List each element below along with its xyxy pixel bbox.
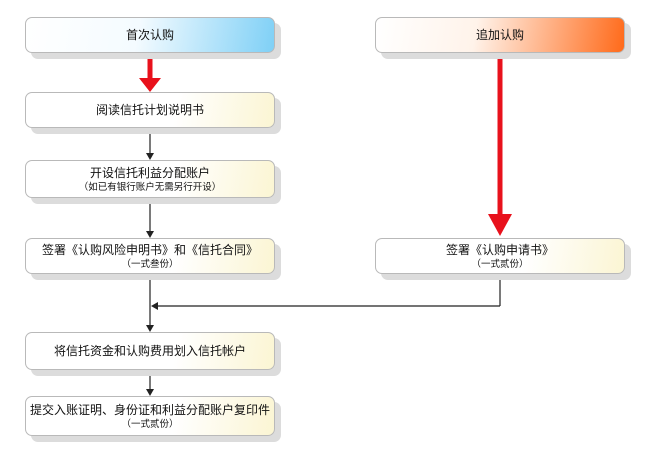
node-submit-docs: 提交入账证明、身份证和利益分配账户复印件 （一式贰份） [25, 396, 275, 436]
node-sign-subscription-note: （一式贰份） [471, 258, 529, 270]
node-sign-contracts: 签署《认购风险申明书》和《信托合同》 （一式叁份） [25, 238, 275, 274]
transfer-to-submit-arrowhead [146, 389, 154, 396]
node-sign-subscription-label: 签署《认购申请书》 [445, 242, 554, 257]
node-first-purchase: 首次认购 [25, 17, 275, 53]
node-transfer-funds-label: 将信托资金和认购费用划入信托帐户 [53, 344, 246, 358]
open-to-sign-arrowhead [146, 231, 154, 238]
node-open-account: 开设信托利益分配账户 （如已有银行账户无需另行开设） [25, 160, 275, 198]
additional-to-sign-arrowhead [488, 214, 512, 236]
node-additional-purchase-label: 追加认购 [475, 28, 524, 42]
subscription-merge-arrowhead [151, 302, 158, 310]
node-sign-contracts-label: 签署《认购风险申明书》和《信托合同》 [41, 242, 258, 257]
node-sign-subscription: 签署《认购申请书》 （一式贰份） [375, 238, 625, 274]
node-submit-docs-label: 提交入账证明、身份证和利益分配账户复印件 [29, 402, 270, 417]
node-read-manual-label: 阅读信托计划说明书 [95, 103, 204, 117]
sign-to-transfer-arrowhead [146, 325, 154, 332]
first-to-read-arrowhead [139, 78, 161, 92]
node-sign-contracts-note: （一式叁份） [121, 258, 179, 270]
node-open-account-label: 开设信托利益分配账户 [89, 165, 210, 180]
node-first-purchase-label: 首次认购 [125, 28, 174, 42]
node-open-account-note: （如已有银行账户无需另行开设） [78, 181, 222, 193]
read-to-open-arrowhead [146, 153, 154, 160]
node-submit-docs-note: （一式贰份） [121, 418, 179, 430]
node-read-manual: 阅读信托计划说明书 [25, 92, 275, 128]
node-transfer-funds: 将信托资金和认购费用划入信托帐户 [25, 332, 275, 370]
node-additional-purchase: 追加认购 [375, 17, 625, 53]
